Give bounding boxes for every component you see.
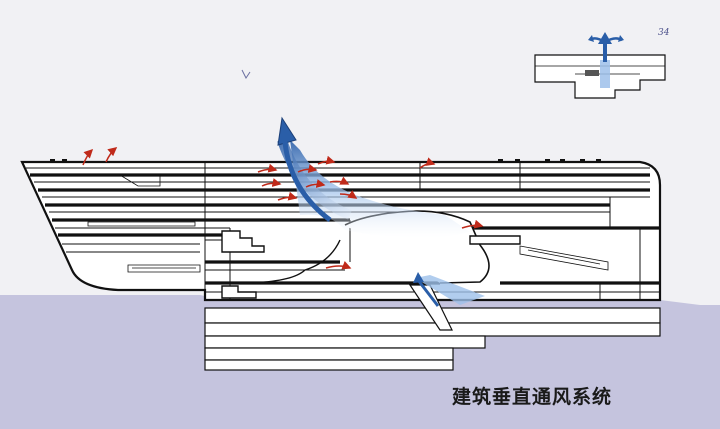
diagram-caption: 建筑垂直通风系统	[452, 386, 613, 408]
handwritten-annotation: 34	[658, 28, 670, 38]
inset-section-diagram	[534, 32, 666, 99]
small-red-flow-arrows	[82, 147, 484, 270]
underground-levels	[204, 307, 661, 371]
basement-airflow-arrow	[413, 272, 485, 307]
stray-mark	[241, 69, 251, 79]
